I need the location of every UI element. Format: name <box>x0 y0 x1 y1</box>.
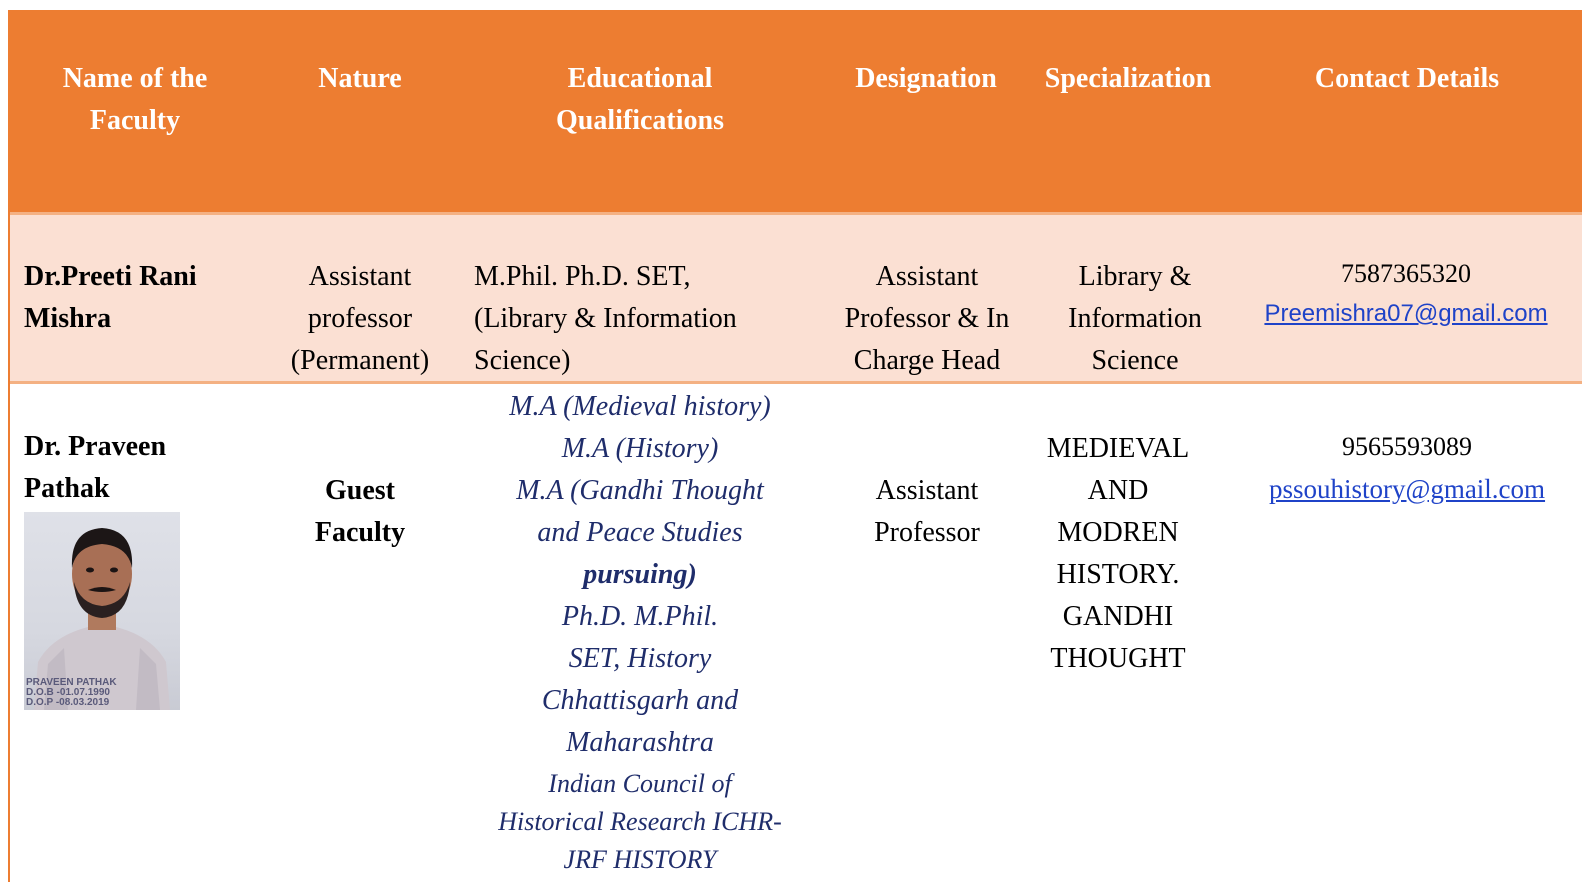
faculty-name: Dr.Preeti Rani Mishra <box>24 261 197 334</box>
phone-number: 7587365320 <box>1341 259 1471 288</box>
faculty-contact: 9565593089 pssouhistory@gmail.com <box>1234 426 1580 510</box>
faculty-specialization: Library & Information Science <box>1068 261 1202 376</box>
faculty-designation: Assistant Professor & In Charge Head <box>844 261 1010 376</box>
header-designation: Designation <box>855 63 997 94</box>
faculty-photo: PRAVEEN PATHAK D.O.B -01.07.1990 D.O.P -… <box>24 512 180 710</box>
faculty-nature: Guest Faculty <box>314 475 406 548</box>
table-row <box>10 212 1582 384</box>
faculty-designation: Assistant Professor <box>874 475 980 548</box>
faculty-qualifications: M.A (Medieval history) M.A (History) M.A… <box>498 391 782 874</box>
faculty-nature: Assistant professor (Permanent) <box>290 261 430 376</box>
header-nature: Nature <box>318 63 402 94</box>
faculty-contact: 7587365320 Preemishra07@gmail.com <box>1236 254 1576 334</box>
phone-number: 9565593089 <box>1342 432 1472 461</box>
faculty-table: Name of the Faculty Nature Educational Q… <box>8 10 1582 882</box>
header-specialization: Specialization <box>1044 63 1212 94</box>
email-link[interactable]: Preemishra07@gmail.com <box>1264 300 1548 327</box>
header-qualifications: Educational Qualifications <box>555 63 724 136</box>
person-portrait-icon <box>34 528 170 710</box>
header-contact: Contact Details <box>1314 63 1500 94</box>
faculty-qualifications: M.Phil. Ph.D. SET, (Library & Informatio… <box>474 261 737 376</box>
table-header: Name of the Faculty Nature Educational Q… <box>10 12 1582 212</box>
photo-caption: PRAVEEN PATHAK D.O.B -01.07.1990 D.O.P -… <box>26 677 117 708</box>
header-name: Name of the Faculty <box>62 63 208 136</box>
faculty-specialization: MEDIEVAL AND MODREN HISTORY. GANDHI THOU… <box>1046 433 1190 674</box>
faculty-name: Dr. Praveen Pathak <box>24 431 167 504</box>
email-link[interactable]: pssouhistory@gmail.com <box>1268 474 1546 504</box>
